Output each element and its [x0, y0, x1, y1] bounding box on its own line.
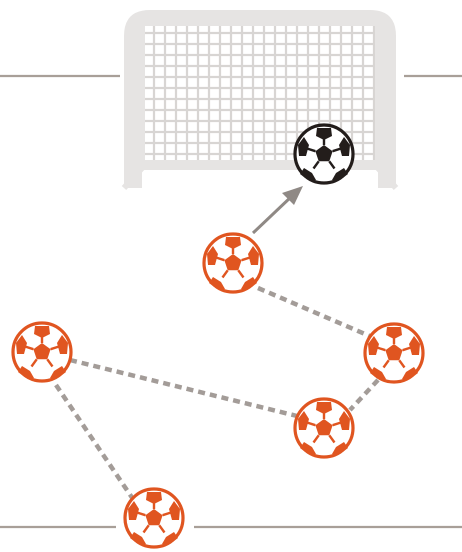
soccer-ball-icon	[365, 324, 423, 382]
goal-net-icon	[124, 10, 396, 188]
soccer-ball-icon	[13, 323, 71, 381]
pass-path-1	[258, 288, 372, 337]
pass-path-3	[70, 360, 297, 416]
soccer-ball-icon	[295, 125, 353, 183]
shot-arrow	[253, 186, 303, 233]
pass-path-4	[56, 385, 137, 505]
soccer-ball-icon	[295, 399, 353, 457]
soccer-ball-icon	[125, 489, 183, 547]
pass-paths	[56, 288, 378, 505]
pass-path-2	[350, 380, 378, 410]
soccer-ball-icon	[204, 234, 262, 292]
